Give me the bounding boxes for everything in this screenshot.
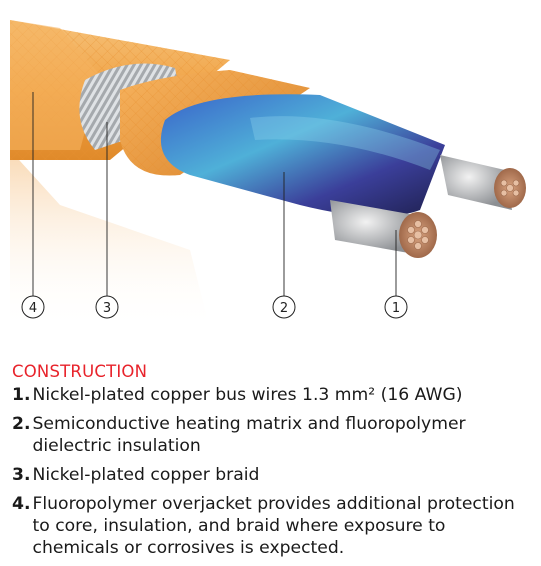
bus-wire-upper (440, 155, 526, 210)
svg-text:3: 3 (103, 301, 111, 316)
cable-reflection (10, 150, 210, 330)
callout-2: 2 (272, 295, 296, 319)
cable-illustration: 4 3 2 1 (10, 20, 526, 330)
item-number: 1. (12, 385, 31, 405)
item-number: 3. (12, 465, 31, 485)
construction-section: CONSTRUCTION 1. Nickel-plated copper bus… (12, 362, 537, 565)
callout-1: 1 (384, 295, 408, 319)
item-text: Semiconductive heating matrix and fluoro… (32, 414, 466, 456)
bus-wire-lower (330, 200, 437, 258)
item-number: 4. (12, 494, 31, 514)
item-text: Nickel-plated copper bus wires 1.3 mm² (… (32, 385, 463, 405)
construction-item-1: 1. Nickel-plated copper bus wires 1.3 mm… (12, 384, 537, 406)
svg-text:4: 4 (29, 301, 37, 316)
callout-4: 4 (21, 295, 45, 319)
construction-item-3: 3. Nickel-plated copper braid (12, 464, 537, 486)
heating-matrix (160, 94, 445, 217)
svg-text:1: 1 (392, 301, 400, 316)
item-text: Fluoropolymer overjacket provides additi… (32, 494, 515, 558)
svg-text:2: 2 (280, 301, 288, 316)
item-number: 2. (12, 414, 31, 434)
construction-heading: CONSTRUCTION (12, 362, 148, 381)
callout-3: 3 (95, 295, 119, 319)
construction-item-2: 2. Semiconductive heating matrix and flu… (12, 413, 537, 457)
item-text: Nickel-plated copper braid (32, 465, 260, 485)
construction-item-4: 4. Fluoropolymer overjacket provides add… (12, 493, 537, 559)
